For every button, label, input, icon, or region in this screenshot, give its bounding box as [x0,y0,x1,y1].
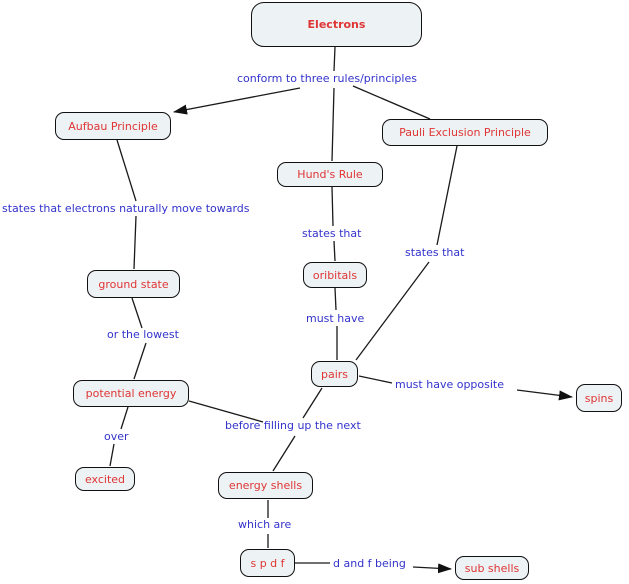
edge-states-groundstate [133,215,137,270]
edge-label-states-that-right: states that [405,246,465,259]
edge-potential-beforefilling [188,400,264,423]
edge-statesthat-oribitals [333,240,336,262]
edge-electrons-conform [333,46,336,72]
edge-label-over: over [104,430,129,443]
edge-oribitals-musthave [334,287,337,311]
edge-conform-aufbau-arrow [173,87,301,115]
edge-potential-over [120,406,129,430]
edge-pauli-statesthat [436,145,458,246]
node-ground-state[interactable]: ground state [87,270,180,298]
node-electrons[interactable]: Electrons [251,2,422,47]
edge-label-d-and-f-being: d and f being [333,557,406,570]
edge-conform-hunds [331,87,335,162]
edge-pairs-beforefilling [302,387,323,419]
edge-statesthat-pairs [355,261,430,361]
edge-groundstate-orlowest [131,297,143,329]
edge-label-conform: conform to three rules/principles [237,72,417,85]
edge-hunds-statesthat [331,186,334,227]
node-oribitals[interactable]: oribitals [303,262,367,288]
node-excited[interactable]: excited [75,467,135,491]
edge-label-before-filling: before filling up the next [225,419,361,432]
edge-label-must-have-opposite: must have opposite [395,378,505,391]
edge-dandf-subshells-arrow [412,563,452,574]
edge-opposite-spins-arrow [516,389,573,401]
edge-label-states-that-left: states that [302,227,362,240]
node-aufbau-principle[interactable]: Aufbau Principle [55,112,171,140]
edge-aufbau-states [116,139,137,202]
edge-conform-pauli [352,85,431,120]
node-pairs[interactable]: pairs [311,361,358,387]
node-energy-shells[interactable]: energy shells [218,472,313,499]
node-pauli-exclusion-principle[interactable]: Pauli Exclusion Principle [382,119,548,146]
edge-label-must-have: must have [306,312,365,325]
edge-beforefilling-energyshells [272,435,296,472]
node-hunds-rule[interactable]: Hund's Rule [277,162,383,187]
edge-over-excited [109,443,115,467]
node-s-p-d-f[interactable]: s p d f [240,549,295,577]
edge-label-or-the-lowest: or the lowest [107,328,179,341]
node-potential-energy[interactable]: potential energy [73,380,189,407]
edge-label-states-move-towards: states that electrons naturally move tow… [2,202,250,215]
node-spins[interactable]: spins [576,384,622,412]
node-sub-shells[interactable]: sub shells [455,556,529,580]
edge-label-which-are: which are [238,518,292,531]
edge-orlowest-potential [133,342,147,380]
edge-pairs-opposite [358,375,393,384]
